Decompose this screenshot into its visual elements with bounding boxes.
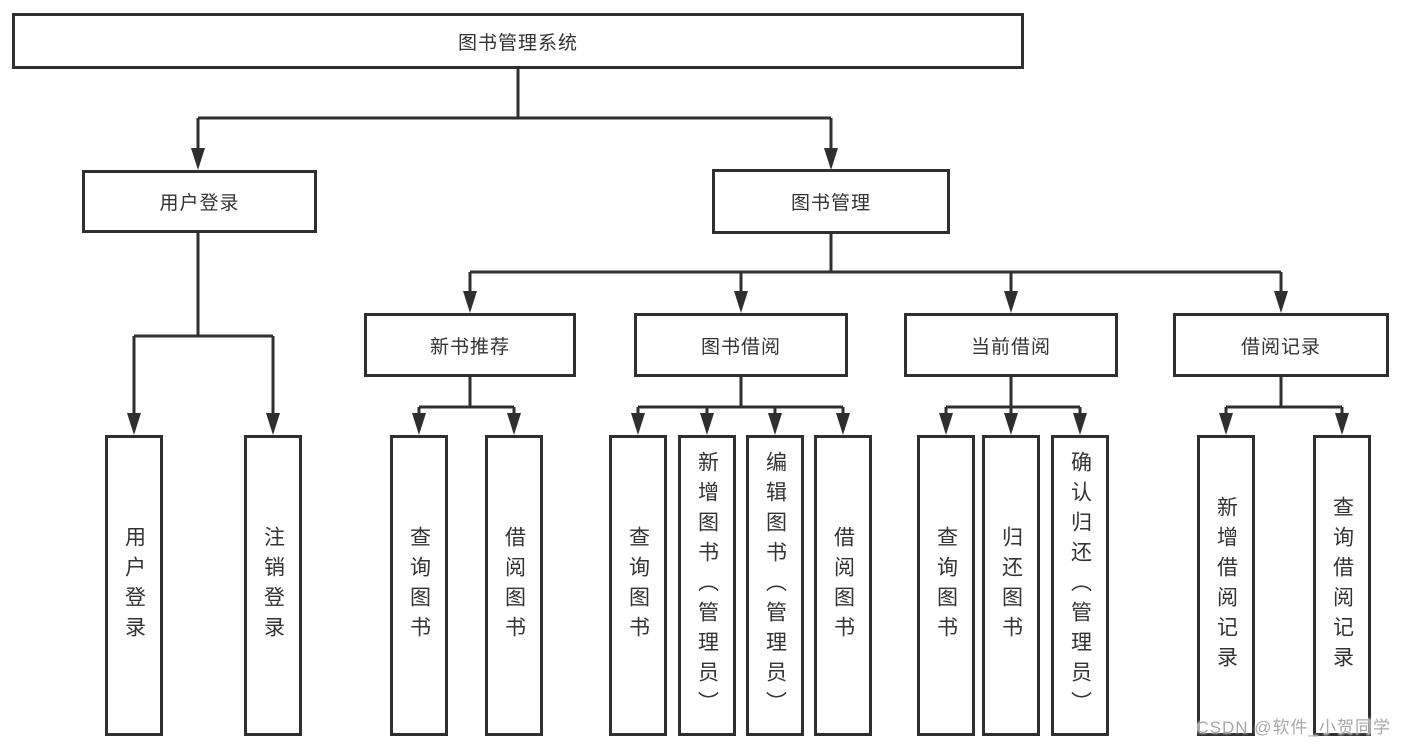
arrowhead	[1004, 291, 1018, 313]
connector-root	[196, 69, 833, 152]
arrowhead	[1073, 413, 1087, 435]
arrowhead	[824, 148, 838, 170]
node-label: 借阅记录	[1240, 336, 1321, 358]
node-label: 确认归还（管理员）	[1068, 450, 1092, 721]
arrowhead	[1335, 413, 1349, 435]
arrowhead	[1274, 291, 1288, 313]
leaf-confirm-return-admin: 确认归还（管理员）	[1051, 435, 1109, 736]
node-book-borrowing: 图书借阅	[634, 313, 848, 377]
node-label: 新增图书（管理员）	[695, 450, 719, 721]
arrowhead	[836, 413, 850, 435]
leaf-borrow-books-1: 借阅图书	[485, 435, 543, 736]
connector-user-login	[132, 233, 275, 413]
arrowhead	[1004, 413, 1018, 435]
arrowhead	[1219, 413, 1233, 435]
node-label: 图书管理系统	[457, 32, 578, 54]
arrowhead	[631, 413, 645, 435]
leaf-query-books-2: 查询图书	[609, 435, 667, 736]
node-label: 图书管理	[790, 193, 871, 214]
connector-book-mgmt	[468, 234, 1283, 291]
arrowhead	[266, 413, 280, 435]
node-new-book-recommend: 新书推荐	[364, 313, 576, 377]
leaf-user-login: 用户登录	[105, 435, 163, 736]
connector-new-books	[417, 377, 516, 413]
arrowhead	[127, 413, 141, 435]
node-label: 注销登录	[261, 525, 285, 646]
arrowhead	[463, 291, 477, 313]
arrowhead	[700, 413, 714, 435]
leaf-query-borrow-record: 查询借阅记录	[1313, 435, 1371, 736]
arrowhead	[768, 413, 782, 435]
arrowhead	[734, 291, 748, 313]
node-label: 查询图书	[407, 525, 431, 646]
leaf-add-borrow-record: 新增借阅记录	[1197, 435, 1255, 736]
node-label: 用户登录	[159, 193, 240, 214]
leaf-return-book: 归还图书	[982, 435, 1040, 736]
node-label: 新增借阅记录	[1214, 495, 1238, 676]
leaf-add-book-admin: 新增图书（管理员）	[678, 435, 736, 736]
node-label: 借阅图书	[831, 525, 855, 646]
leaf-edit-book-admin: 编辑图书（管理员）	[746, 435, 804, 736]
node-label: 查询借阅记录	[1330, 495, 1354, 676]
node-label: 编辑图书（管理员）	[763, 450, 787, 721]
node-label: 查询图书	[934, 525, 958, 646]
node-library-system: 图书管理系统	[12, 13, 1024, 69]
watermark: CSDN @软件_小贺同学	[1196, 718, 1391, 737]
node-user-login: 用户登录	[82, 170, 317, 233]
node-label: 归还图书	[999, 525, 1023, 646]
arrowhead	[412, 413, 426, 435]
node-borrowing-records: 借阅记录	[1173, 313, 1389, 377]
arrowhead	[507, 413, 521, 435]
connector-book-borrow	[636, 377, 845, 413]
arrowhead	[191, 148, 205, 170]
node-label: 图书借阅	[700, 336, 781, 358]
leaf-borrow-books-2: 借阅图书	[814, 435, 872, 736]
leaf-query-books-3: 查询图书	[917, 435, 975, 736]
node-label: 查询图书	[626, 525, 650, 646]
node-label: 用户登录	[122, 525, 146, 646]
leaf-logout: 注销登录	[244, 435, 302, 736]
node-label: 当前借阅	[970, 336, 1051, 358]
node-label: 借阅图书	[502, 525, 526, 646]
connector-borrow-records	[1224, 377, 1344, 413]
connector-current-borrow	[944, 377, 1082, 413]
node-current-borrowing: 当前借阅	[904, 313, 1118, 377]
leaf-query-books-1: 查询图书	[390, 435, 448, 736]
node-label: 新书推荐	[429, 336, 510, 358]
node-book-management: 图书管理	[712, 169, 950, 234]
arrowhead	[939, 413, 953, 435]
